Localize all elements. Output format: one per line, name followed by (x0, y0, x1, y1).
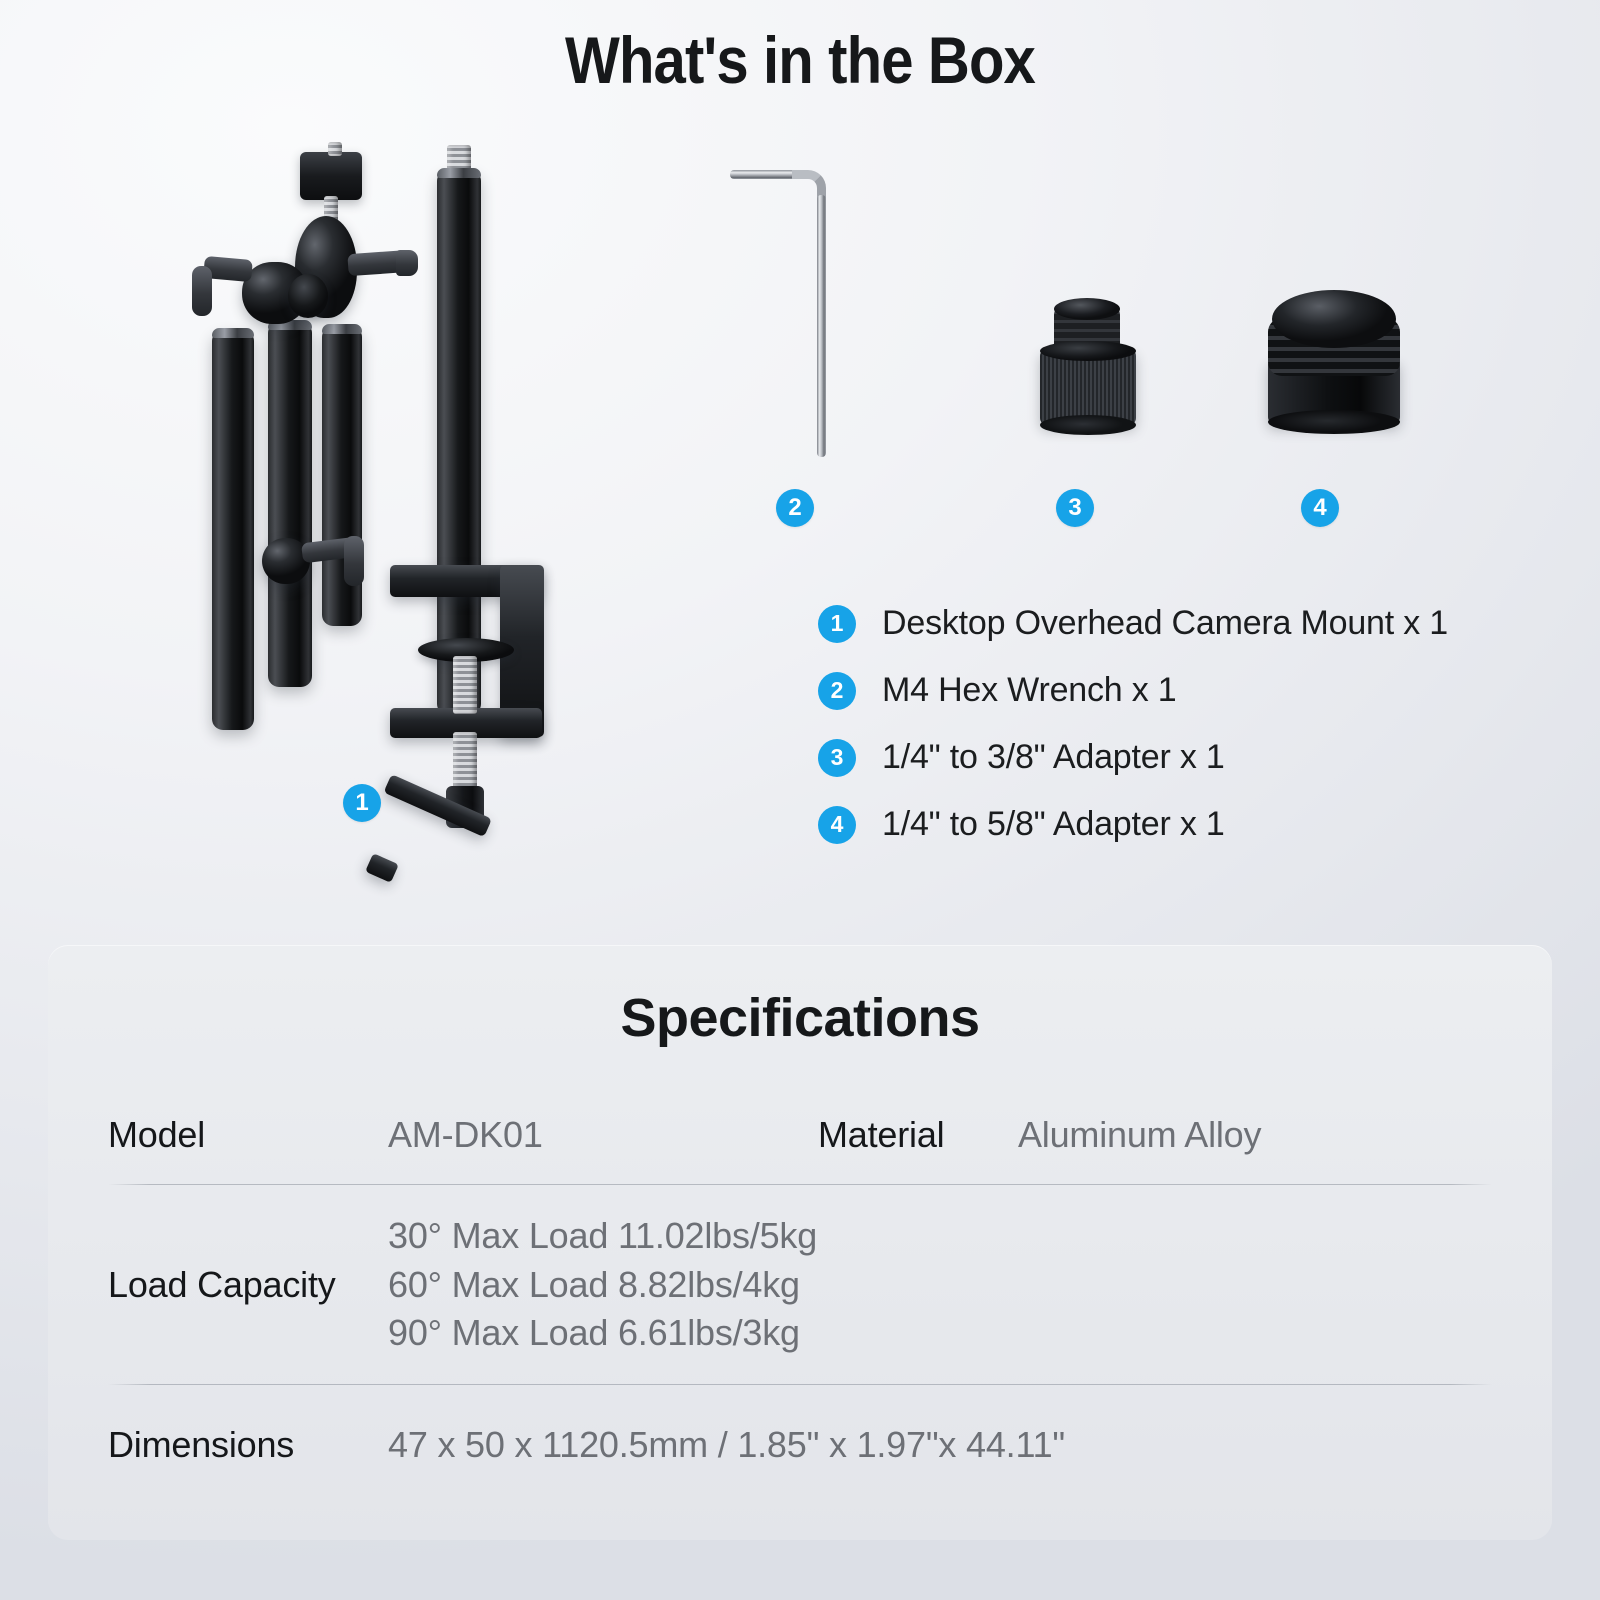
legend-item-2: 2 M4 Hex Wrench x 1 (818, 671, 1538, 710)
spec-row-dimensions: Dimensions 47 x 50 x 1120.5mm / 1.85" x … (90, 1385, 1510, 1505)
spec-value-material: Aluminum Alloy (1018, 1114, 1262, 1155)
legend-label-3: 1/4" to 3/8" Adapter x 1 (882, 738, 1225, 776)
pole-cap (437, 168, 481, 178)
adapter-58-top-cap (1272, 290, 1396, 348)
clamp-handle-end (365, 853, 399, 883)
product-image-camera-mount (190, 140, 590, 930)
hex-wrench-short-arm (730, 170, 802, 179)
spec-divider-2 (108, 1384, 1492, 1385)
callout-badge-2-number: 2 (788, 494, 802, 521)
specifications-panel: Specifications Model AM-DK01 Material Al… (48, 945, 1552, 1540)
callout-badge-4: 4 (1301, 489, 1339, 527)
specifications-title: Specifications (620, 988, 980, 1048)
lower-lock-knob-tip (344, 536, 364, 586)
legend-label-4: 1/4" to 5/8" Adapter x 1 (882, 805, 1225, 843)
legend-list: 1 Desktop Overhead Camera Mount x 1 2 M4… (818, 604, 1538, 844)
spec-value-load-capacity: 30° Max Load 11.02lbs/5kg 60° Max Load 8… (388, 1215, 817, 1354)
legend-badge-3-number: 3 (830, 744, 844, 770)
callout-badge-3: 3 (1056, 489, 1094, 527)
shoe-stem (324, 196, 338, 222)
callout-badge-1-number: 1 (355, 789, 369, 816)
adapter-38-knurled-body (1040, 349, 1136, 425)
callout-badge-2: 2 (776, 489, 814, 527)
spec-key-dimensions: Dimensions (108, 1424, 295, 1465)
load-capacity-line-60: 60° Max Load 8.82lbs/4kg (388, 1263, 800, 1305)
page-title: What's in the Box (565, 23, 1036, 97)
spec-key-load-capacity: Load Capacity (108, 1264, 336, 1305)
shoe-thread (328, 142, 342, 156)
legend-item-4: 4 1/4" to 5/8" Adapter x 1 (818, 805, 1538, 844)
legend-item-3: 3 1/4" to 3/8" Adapter x 1 (818, 738, 1538, 777)
legend-badge-4: 4 (818, 805, 856, 844)
spec-key-model: Model (108, 1114, 206, 1155)
product-image-adapter-38 (1036, 298, 1146, 435)
extension-pole (437, 170, 481, 715)
legend-badge-1-number: 1 (830, 610, 844, 636)
legend-label-2: M4 Hex Wrench x 1 (882, 671, 1177, 709)
load-capacity-line-90: 90° Max Load 6.61lbs/3kg (388, 1312, 800, 1354)
hex-wrench-corner (792, 170, 826, 204)
specifications-table: Model AM-DK01 Material Aluminum Alloy Lo… (90, 1085, 1510, 1505)
product-image-hex-wrench (730, 165, 850, 457)
arm-tube-middle (268, 322, 312, 687)
arm-tube-inner-cap (322, 324, 362, 334)
arm-tube-middle-cap (268, 320, 312, 330)
spec-value-dimensions: 47 x 50 x 1120.5mm / 1.85" x 1.97"x 44.1… (388, 1424, 1066, 1465)
elbow-lock-knob-tip (192, 266, 212, 316)
callout-badge-4-number: 4 (1313, 494, 1327, 521)
arm-tube-left-cap (212, 328, 254, 338)
hex-wrench-long-arm (817, 195, 826, 457)
spec-divider-1 (108, 1184, 1492, 1185)
adapter-38-body-top-edge (1040, 341, 1136, 361)
callout-badge-3-number: 3 (1068, 494, 1082, 521)
legend-badge-2-number: 2 (830, 677, 844, 703)
adapter-58-bottom-edge (1268, 410, 1400, 434)
spec-row-load-capacity: Load Capacity 30° Max Load 11.02lbs/5kg … (90, 1185, 1510, 1385)
adapter-38-thread-top (1054, 298, 1120, 320)
ball-head-lock-knob-tip (396, 250, 418, 276)
legend-label-1: Desktop Overhead Camera Mount x 1 (882, 604, 1449, 642)
legend-badge-2: 2 (818, 671, 856, 710)
adapter-38-body-bottom-edge (1040, 415, 1136, 435)
spec-row-model: Model AM-DK01 Material Aluminum Alloy (90, 1085, 1510, 1185)
spec-key-material: Material (818, 1114, 945, 1155)
elbow-pivot-disc (288, 274, 328, 318)
callout-badge-1: 1 (343, 784, 381, 822)
cold-shoe-mount (300, 152, 362, 200)
legend-badge-1: 1 (818, 604, 856, 643)
legend-badge-3: 3 (818, 738, 856, 777)
clamp-screw-lower (453, 732, 477, 790)
legend-item-1: 1 Desktop Overhead Camera Mount x 1 (818, 604, 1538, 643)
spec-value-model: AM-DK01 (388, 1114, 543, 1155)
product-image-adapter-58 (1264, 288, 1404, 438)
load-capacity-line-30: 30° Max Load 11.02lbs/5kg (388, 1215, 818, 1257)
arm-tube-left (212, 330, 254, 730)
legend-badge-4-number: 4 (830, 811, 844, 837)
clamp-screw-upper (453, 656, 477, 714)
